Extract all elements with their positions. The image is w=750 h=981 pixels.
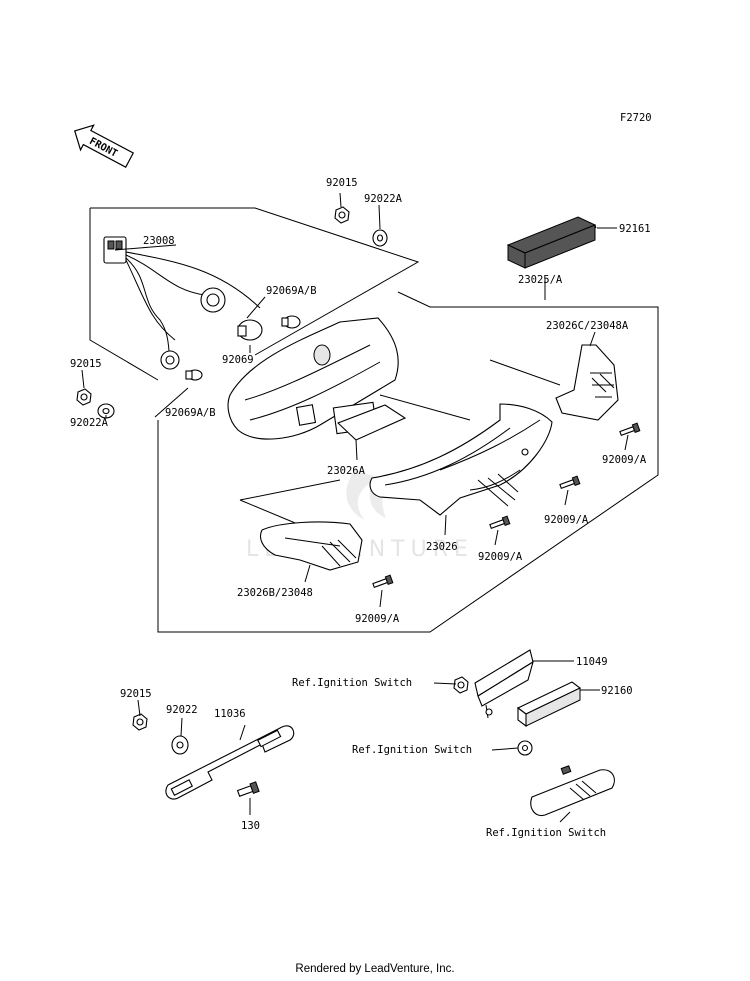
label-92015-bottom: 92015 [120,688,152,700]
label-92015-top: 92015 [326,177,358,189]
side-cover-right [555,344,619,421]
label-92009a-1: 92009/A [602,454,647,466]
lens-plate [336,404,407,441]
leader-lines [81,192,629,823]
nuts-washers [76,206,533,756]
label-92161: 92161 [619,223,651,235]
label-92022a-top: 92022A [364,193,403,205]
label-23026c-23048a: 23026C/23048A [546,320,629,332]
label-11036: 11036 [214,708,246,720]
label-ref-ignition-switch-2: Ref.Ignition Switch [352,744,472,756]
label-92009a-3: 92009/A [478,551,523,563]
label-92022a-left: 92022A [70,417,109,429]
bulbs [185,315,301,381]
label-92009a-2: 92009/A [544,514,589,526]
front-arrow-icon: FRONT [73,124,135,168]
label-ref-ignition-switch-3: Ref.Ignition Switch [486,827,606,839]
reflector [530,765,615,817]
screws [372,422,641,589]
label-11049: 11049 [576,656,608,668]
part-labels: 92015 92022A 92161 23008 92069A/B 23025/… [70,177,651,839]
label-ref-ignition-switch-1: Ref.Ignition Switch [292,677,412,689]
pad-92161 [506,216,597,269]
label-92009a-4: 92009/A [355,613,400,625]
wiring-harness [103,236,261,370]
label-23026a: 23026A [327,465,366,477]
label-23008: 23008 [143,235,175,247]
label-92069ab-left: 92069A/B [165,407,216,419]
side-cover-left [259,521,363,571]
assembly-frame [89,207,659,633]
label-92160: 92160 [601,685,633,697]
label-92069ab-top: 92069A/B [266,285,317,297]
label-23026: 23026 [426,541,458,553]
bracket-11036 [165,725,295,800]
label-92015-left: 92015 [70,358,102,370]
label-92069: 92069 [222,354,254,366]
rear-cover [369,403,553,516]
label-92022: 92022 [166,704,198,716]
footer-credit: Rendered by LeadVenture, Inc. [295,963,455,975]
pad-92160 [516,681,582,728]
label-130: 130 [241,820,260,832]
figure-code: F2720 [620,112,652,124]
label-23025a: 23025/A [518,274,563,286]
bracket-11049 [474,649,534,719]
label-23026b-23048: 23026B/23048 [237,587,313,599]
